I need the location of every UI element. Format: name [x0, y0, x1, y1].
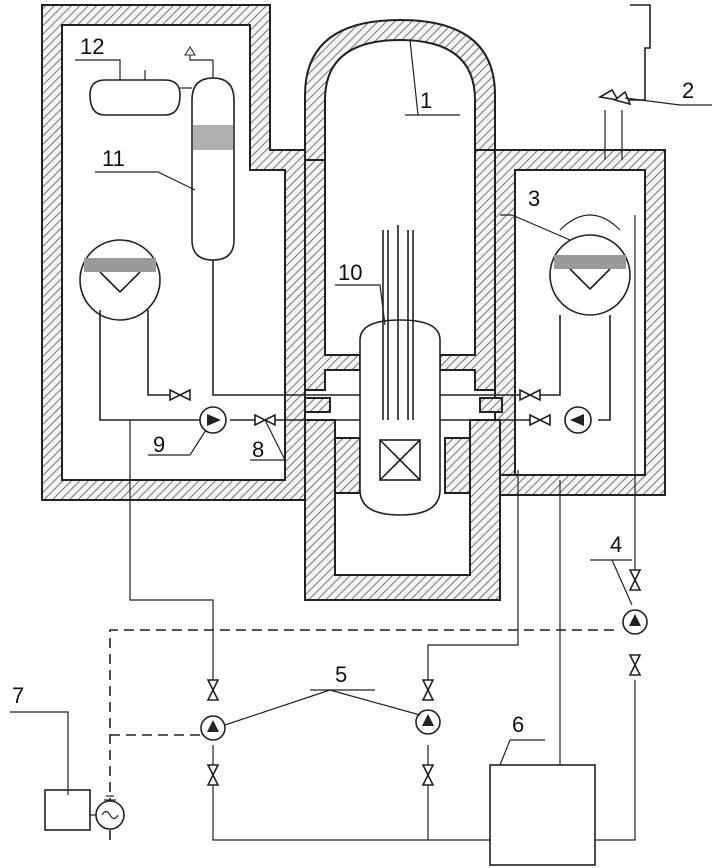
- reactor-support-left: [334, 437, 361, 494]
- label-12: 12: [80, 34, 104, 59]
- primary-loop-piping: [99, 260, 611, 421]
- label-6: 6: [512, 712, 524, 737]
- inner-shell-wall-right: [439, 149, 496, 391]
- label-11: 11: [102, 146, 125, 171]
- label-8: 8: [252, 437, 264, 462]
- valve-icon: [519, 388, 541, 402]
- penetration-block: [479, 397, 503, 413]
- dome-wall: [304, 18, 496, 161]
- reactor-vessel: [359, 225, 441, 516]
- valve-icon: [169, 388, 191, 402]
- label-4: 4: [610, 532, 622, 557]
- right-compartment-wall: [494, 149, 666, 496]
- vent-stack: [597, 4, 651, 160]
- valve-icon: [254, 413, 276, 427]
- label-1: 1: [420, 88, 432, 113]
- pressurizer: [184, 46, 235, 261]
- penetration-block: [304, 397, 331, 413]
- control-signal-line: [109, 629, 620, 840]
- reactor-support-right: [444, 437, 471, 494]
- steam-generator-left: [79, 239, 161, 321]
- diesel-generator: [44, 789, 125, 831]
- label-7: 7: [12, 683, 24, 708]
- spray-pump: [622, 569, 648, 676]
- water-storage-tank: [489, 764, 596, 866]
- valve-icon: [529, 413, 551, 427]
- label-5: 5: [335, 662, 347, 687]
- leader-lines: [10, 39, 712, 795]
- label-2: 2: [682, 78, 694, 103]
- relief-tank: [89, 70, 192, 116]
- steam-generator-right: [549, 214, 631, 316]
- safety-injection-pump-1: [200, 679, 226, 786]
- main-coolant-pump-right: [564, 406, 592, 434]
- left-compartment-wall: [41, 4, 316, 501]
- safety-injection-pump-2: [415, 679, 441, 786]
- label-3: 3: [528, 186, 540, 211]
- label-10: 10: [338, 260, 362, 285]
- label-9: 9: [153, 432, 165, 457]
- main-coolant-pump-left: [199, 406, 227, 434]
